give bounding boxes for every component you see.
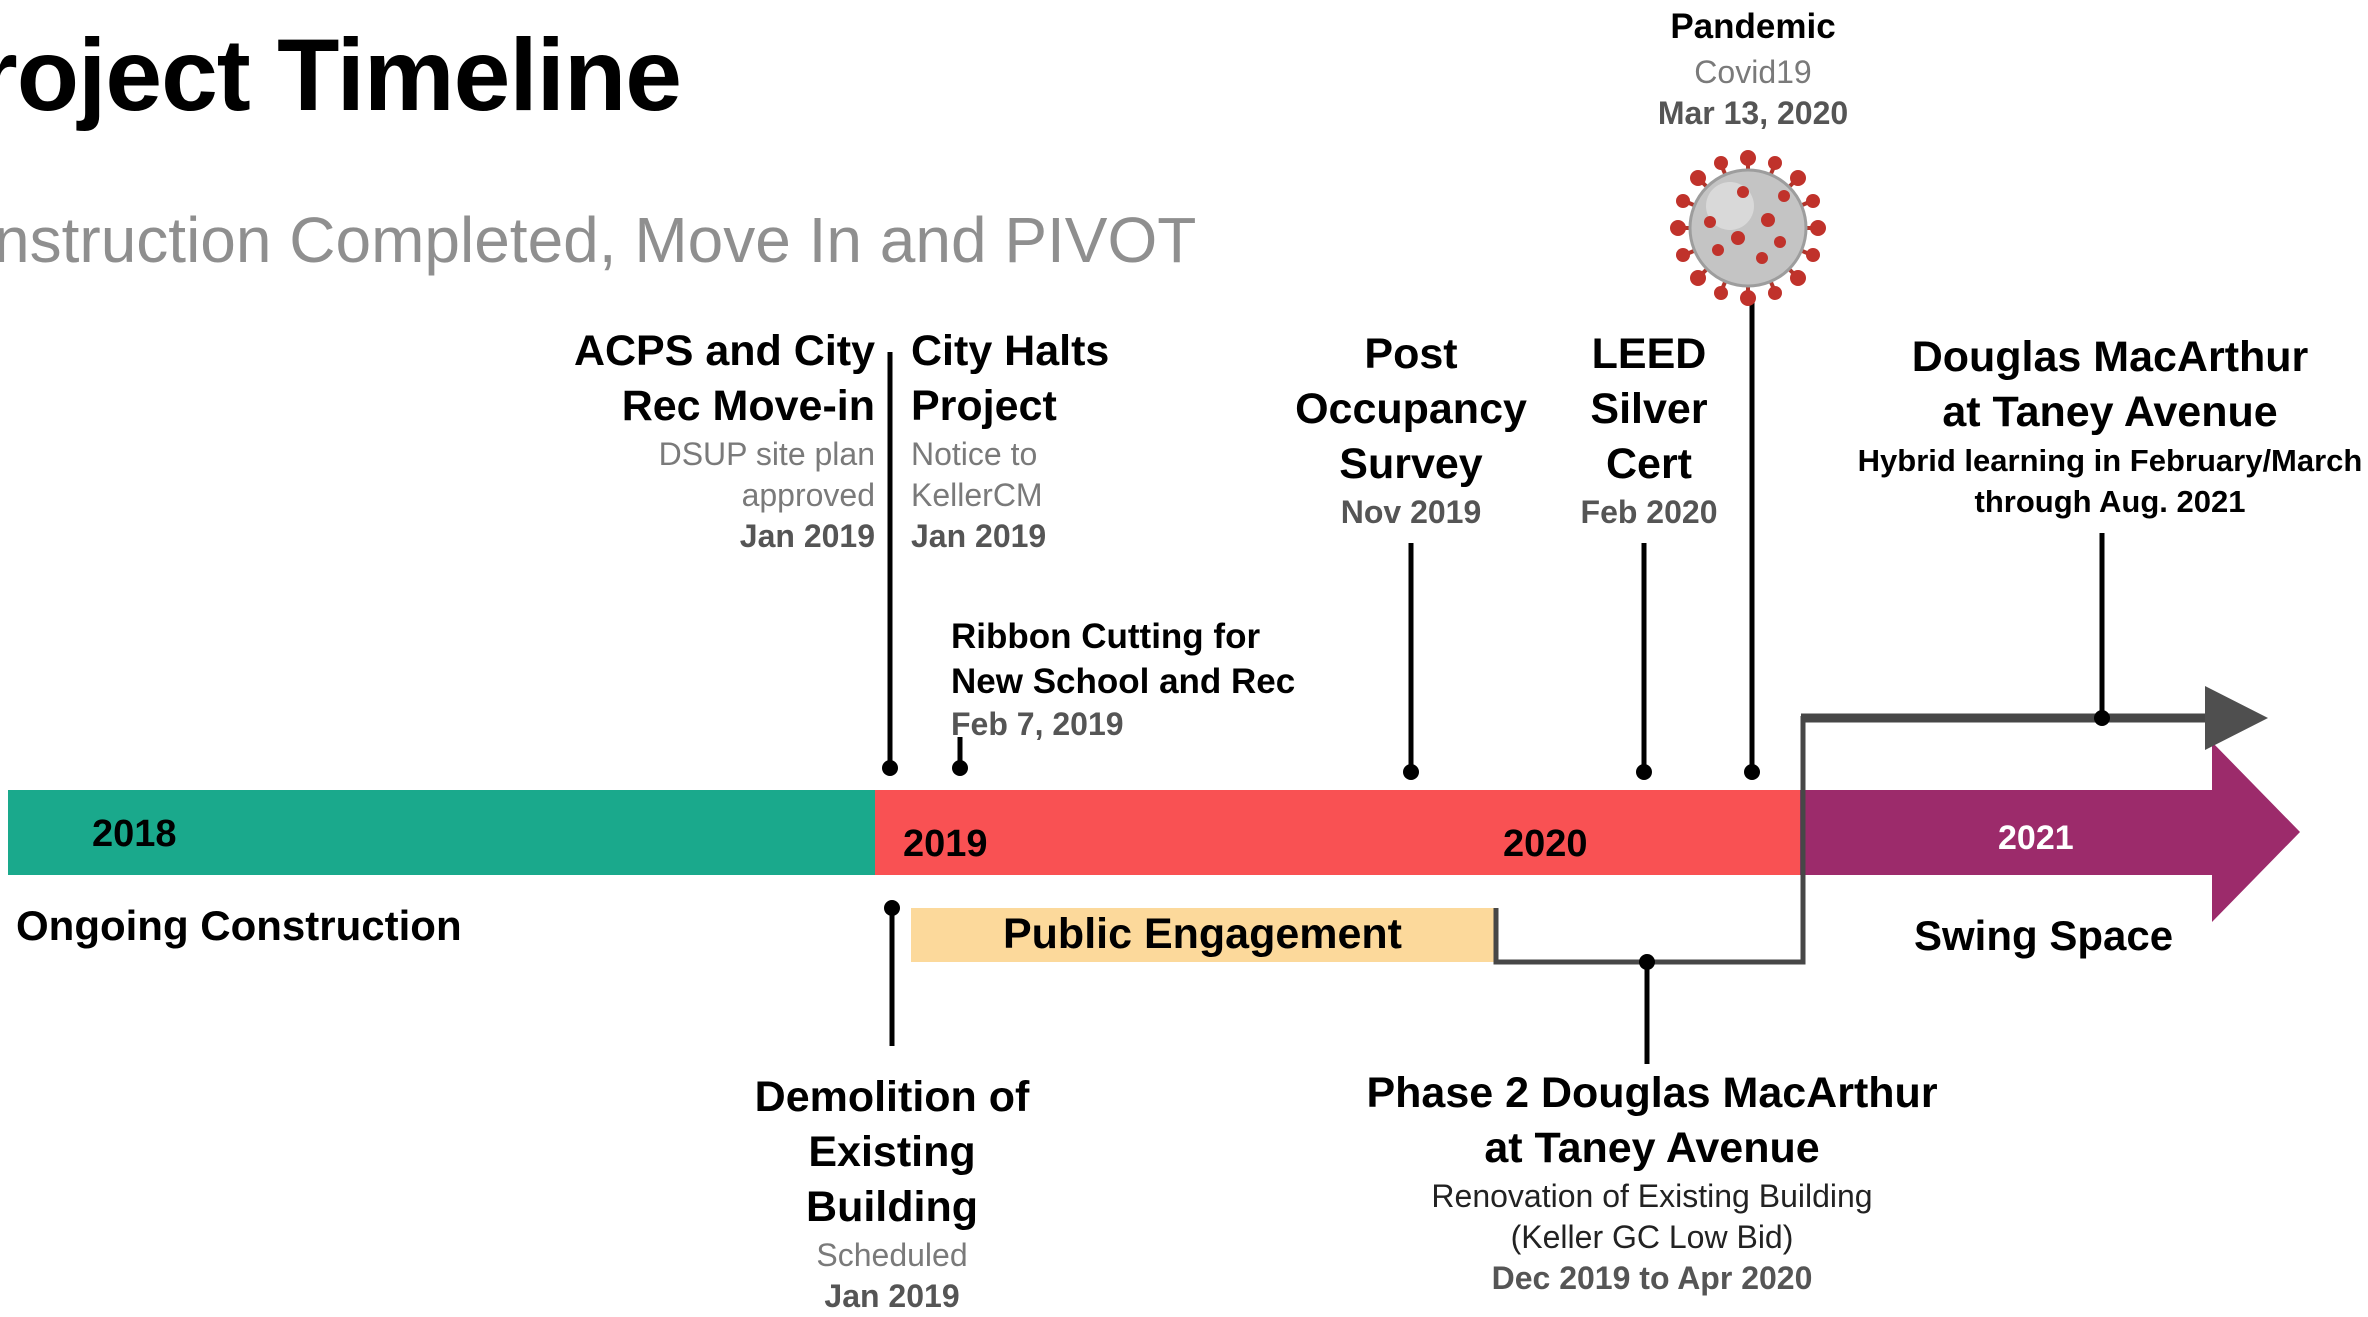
event-demolition: Demolition of Existing Building Schedule… (692, 1070, 1092, 1317)
period-bar-2019-2020 (875, 790, 1800, 875)
pandemic-dot (1744, 764, 1760, 780)
event-pandemic: Pandemic Covid19 Mar 13, 2020 (1583, 2, 1923, 134)
event-title-line: Post (1364, 330, 1458, 378)
period-label-ongoing-construction: Ongoing Construction (16, 902, 462, 949)
page-subtitle: nstruction Completed, Move In and PIVOT (0, 204, 1197, 276)
event-title-line: Phase 2 Douglas MacArthur (1366, 1069, 1938, 1117)
ribbon-dot (952, 760, 968, 776)
event-title-line: New School and Rec (951, 662, 1296, 701)
event-phase2: Phase 2 Douglas MacArthur at Taney Avenu… (1302, 1066, 2002, 1299)
year-label-2018: 2018 (92, 813, 177, 855)
event-detail-line: DSUP site plan (658, 436, 875, 472)
event-title-line: LEED (1591, 330, 1707, 378)
event-detail-line: Hybrid learning in February/March (1857, 443, 2363, 478)
event-title-line: Cert (1605, 440, 1693, 488)
post-occupancy-dot (1403, 764, 1419, 780)
event-date: Mar 13, 2020 (1657, 95, 1849, 131)
year-label-2021: 2021 (1998, 819, 2074, 857)
event-leed: LEED Silver Cert Feb 2020 (1514, 327, 1784, 533)
event-title-line: Douglas MacArthur (1911, 333, 2309, 381)
virus-icon (1670, 150, 1826, 306)
event-title-line: Project (911, 382, 1057, 430)
event-title-line: Existing (808, 1128, 976, 1176)
event-title-line: Demolition of (754, 1073, 1030, 1121)
event-detail-line: KellerCM (911, 477, 1043, 513)
event-title-line: Survey (1339, 440, 1483, 488)
event-detail: Scheduled (816, 1237, 968, 1273)
public-engagement-label: Public Engagement (1002, 910, 1402, 958)
event-date: Feb 2020 (1580, 494, 1718, 530)
event-post-occupancy: Post Occupancy Survey Nov 2019 (1241, 327, 1581, 533)
event-date: Jan 2019 (824, 1278, 960, 1314)
event-date: Jan 2019 (739, 518, 875, 554)
period-arrow-2021 (1800, 742, 2300, 922)
event-title-line: Ribbon Cutting for (951, 617, 1261, 656)
event-detail-line: (Keller GC Low Bid) (1510, 1219, 1794, 1255)
demolition-dot (884, 900, 900, 916)
event-title-line: at Taney Avenue (1942, 388, 2278, 436)
event-title-line: ACPS and City (573, 327, 875, 375)
event-douglas-taney: Douglas MacArthur at Taney Avenue Hybrid… (1810, 330, 2368, 522)
event-date: Feb 7, 2019 (951, 706, 1124, 742)
event-detail-line: Renovation of Existing Building (1431, 1178, 1873, 1214)
event-title-line: City Halts (911, 327, 1110, 375)
page-title: roject Timeline (0, 18, 682, 132)
event-date: Dec 2019 to Apr 2020 (1491, 1260, 1813, 1296)
event-title-line: Occupancy (1295, 385, 1527, 433)
event-date: Nov 2019 (1340, 494, 1482, 530)
douglas-dot (2094, 710, 2110, 726)
event-acps-move-in: ACPS and City Rec Move-in DSUP site plan… (475, 324, 875, 557)
event-ribbon-cutting: Ribbon Cutting for New School and Rec Fe… (951, 614, 1371, 745)
year-label-2020: 2020 (1503, 823, 1588, 865)
event-title-line: Silver (1590, 385, 1708, 433)
period-label-swing-space: Swing Space (1914, 912, 2174, 959)
year-label-2019: 2019 (903, 823, 988, 865)
phase2-dot (1639, 954, 1655, 970)
public-engagement-bar (911, 908, 1494, 962)
event-date: Jan 2019 (911, 518, 1047, 554)
leed-dot (1636, 764, 1652, 780)
acps-dot (882, 760, 898, 776)
event-detail: Covid19 (1694, 54, 1812, 90)
event-detail-line: approved (741, 477, 875, 513)
event-title: Pandemic (1670, 7, 1836, 46)
event-title-line: Building (806, 1183, 978, 1231)
event-title-line: at Taney Avenue (1484, 1124, 1820, 1172)
event-detail-line: Notice to (911, 436, 1038, 472)
period-bar-2018 (8, 790, 875, 875)
event-detail-line: through Aug. 2021 (1974, 484, 2246, 519)
event-city-halts: City Halts Project Notice to KellerCM Ja… (911, 324, 1271, 557)
swing-arrow-head (2205, 686, 2268, 750)
event-title-line: Rec Move-in (621, 382, 875, 430)
